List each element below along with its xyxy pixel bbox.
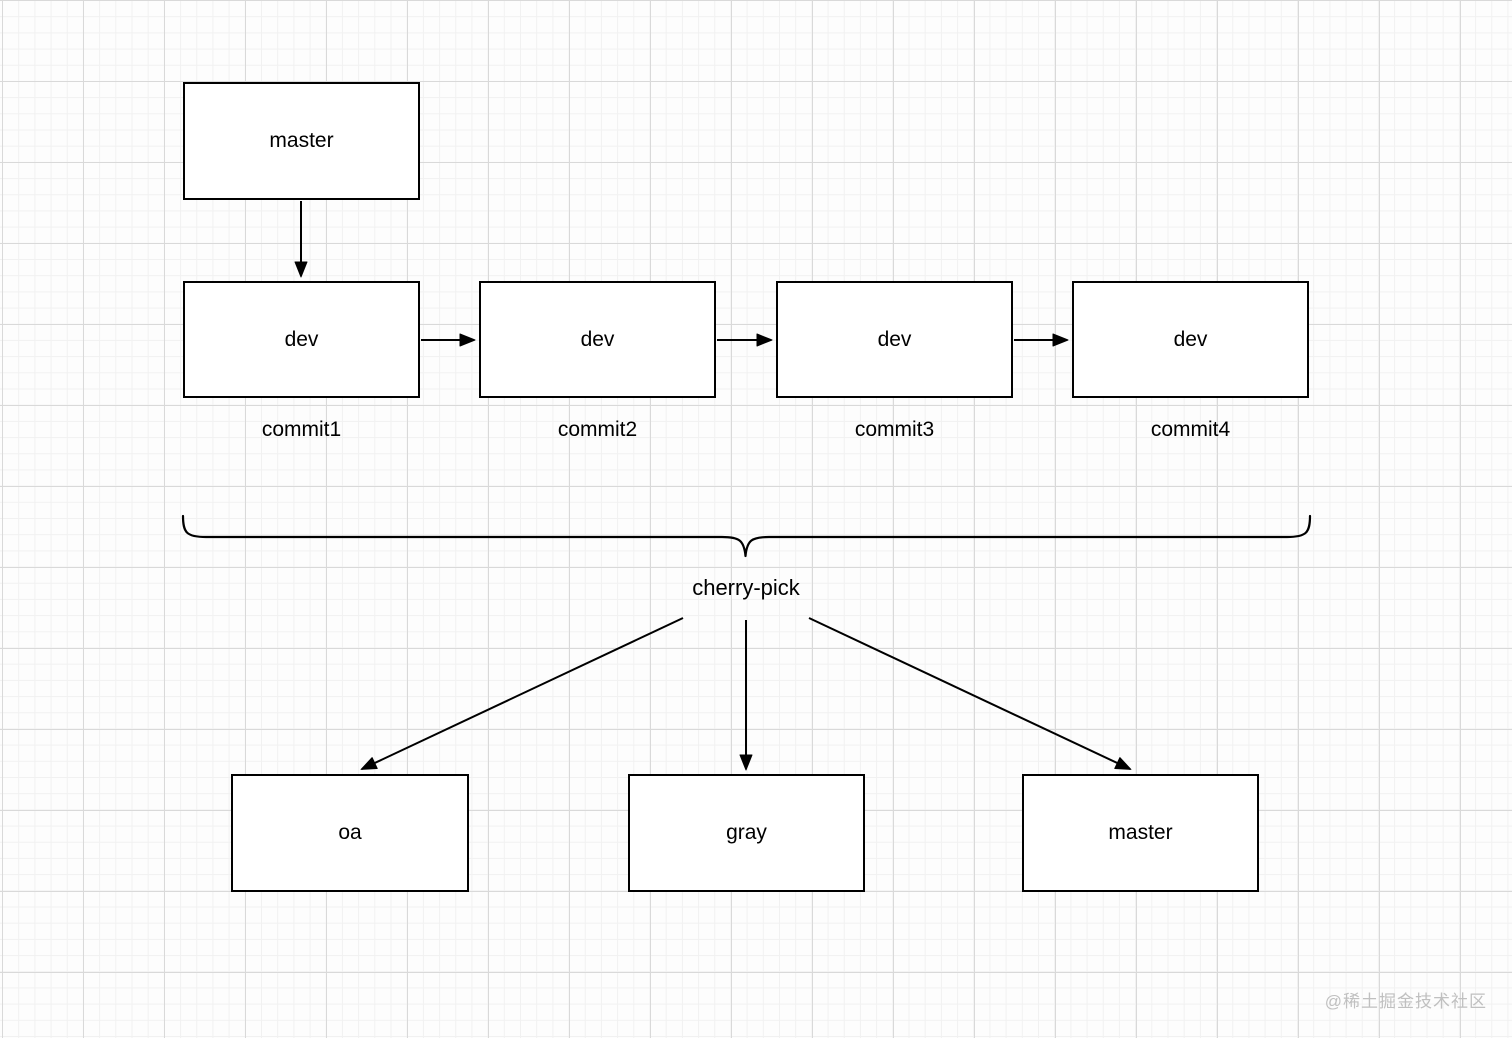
label-commit2: commit2 (557, 418, 638, 441)
arrow-cherrypick-to-oa (360, 617, 684, 770)
label-commit1: commit1 (261, 418, 342, 441)
node-gray: gray (628, 774, 865, 892)
node-master-top: master (183, 82, 420, 200)
node-dev-commit2: dev (479, 281, 716, 398)
node-oa: oa (231, 774, 469, 892)
node-dev3-label: dev (877, 327, 912, 351)
label-commit4: commit4 (1150, 418, 1231, 441)
node-dev4-label: dev (1173, 327, 1208, 351)
node-gray-label: gray (726, 821, 767, 844)
arrow-cherrypick-to-master (808, 617, 1132, 770)
node-master-bottom-label: master (1108, 821, 1173, 844)
brace-commit-range (181, 514, 1312, 558)
node-dev1-label: dev (284, 327, 319, 351)
node-dev2-label: dev (580, 327, 615, 351)
label-commit3: commit3 (854, 418, 935, 441)
node-oa-label: oa (338, 821, 362, 844)
node-dev-commit1: dev (183, 281, 420, 398)
watermark-juejin: @稀土掘金技术社区 (1324, 992, 1487, 1011)
node-master-top-label: master (269, 129, 334, 152)
label-cherry-pick: cherry-pick (692, 575, 800, 600)
node-master-bottom: master (1022, 774, 1259, 892)
node-dev-commit3: dev (776, 281, 1013, 398)
node-dev-commit4: dev (1072, 281, 1309, 398)
